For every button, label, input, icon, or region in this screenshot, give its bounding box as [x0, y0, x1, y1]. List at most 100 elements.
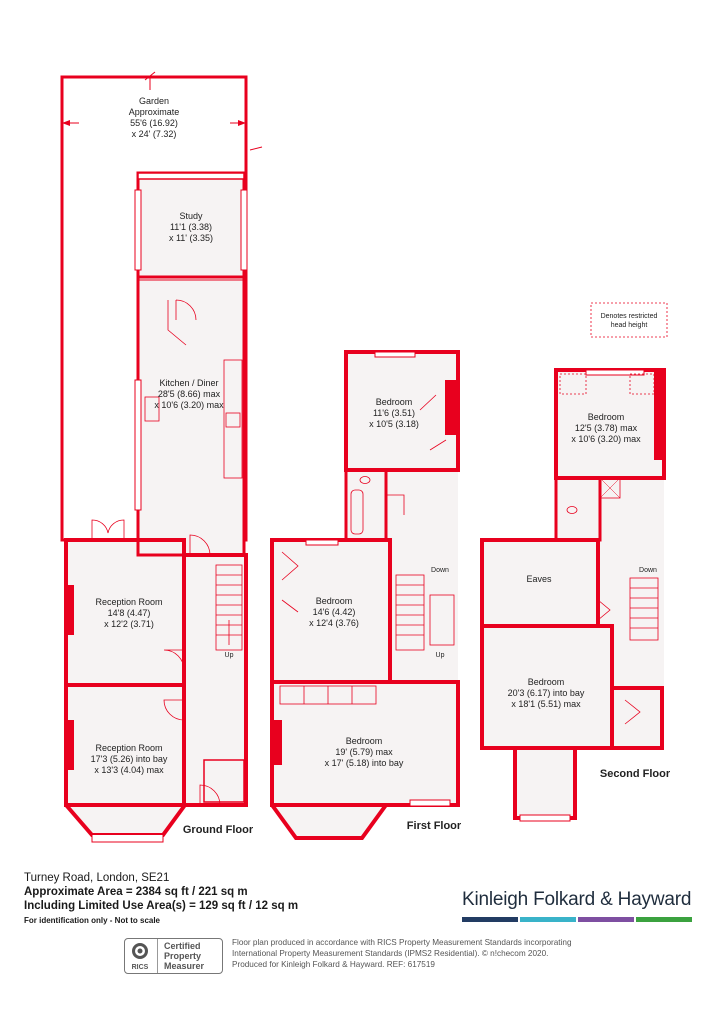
- kitchen-window: [134, 379, 142, 511]
- study-label-2: 11'1 (3.38): [170, 222, 212, 232]
- chimney-breast: [445, 380, 458, 435]
- ff-bath-icon: [350, 489, 364, 535]
- sf-restricted-area: [629, 373, 655, 395]
- restricted-legend-box: [590, 302, 668, 338]
- ground-floor-area: [66, 173, 246, 835]
- first-floor-plan: [270, 350, 460, 840]
- chimney-breast: [654, 370, 664, 460]
- garden-label-2: Approximate: [129, 107, 180, 117]
- chimney-breast: [272, 720, 282, 765]
- ff-window: [374, 351, 416, 358]
- ground-staircase: [215, 564, 243, 651]
- ff-wardrobe: [281, 551, 299, 613]
- kitchen-door-swing: [175, 299, 197, 321]
- hallway-walls: [182, 553, 248, 807]
- garden-dimension-arrowhead: [62, 120, 70, 126]
- sf-stairs-down-label: Down: [639, 567, 657, 574]
- garden-label: Garden: [139, 96, 169, 106]
- ff-cupboard: [419, 394, 447, 451]
- garden-french-doors: [91, 519, 125, 540]
- study-window: [137, 172, 245, 180]
- disclaimer-line-2: International Property Measurement Stand…: [232, 949, 549, 958]
- approximate-area: Approximate Area = 2384 sq ft / 221 sq m: [24, 886, 248, 898]
- study-label: Study: [179, 211, 203, 221]
- sf-eaves-label: Eaves: [526, 574, 552, 584]
- chimney-breast: [66, 720, 74, 770]
- ff-bedroom-top-label: Bedroom: [376, 397, 413, 407]
- garden-label-3: 55'6 (16.92): [130, 118, 178, 128]
- ff-bedroom-bottom-label-2: 19' (5.79) max: [335, 747, 393, 757]
- reception-room-2-label: Reception Room: [95, 743, 162, 753]
- sf-bedroom-top-label-3: x 10'6 (3.20) max: [571, 434, 641, 444]
- ff-window: [305, 539, 339, 546]
- sf-window: [585, 369, 645, 376]
- sf-bedroom-bottom-label-3: x 18'1 (5.51) max: [511, 699, 581, 709]
- first-floor-area: [272, 352, 458, 838]
- kitchen-worktop: [223, 359, 243, 479]
- ff-bedroom-bottom-label: Bedroom: [346, 736, 383, 746]
- first-staircase: [395, 574, 455, 651]
- sf-restricted-area: [559, 373, 587, 395]
- ff-bay-window: [270, 803, 388, 840]
- kitchen-cupboard: [167, 300, 187, 346]
- restricted-legend-line-1: Denotes restricted: [601, 313, 658, 320]
- sf-shower-icon: [599, 477, 621, 499]
- property-address: Turney Road, London, SE21: [24, 872, 170, 884]
- kitchen-label-3: x 10'6 (3.20) max: [154, 400, 224, 410]
- garden-break-mark: [249, 146, 263, 151]
- disclaimer-line-1: Floor plan produced in accordance with R…: [232, 938, 572, 947]
- reception-door-swing: [163, 699, 185, 721]
- brand-bar-blue: [462, 917, 518, 922]
- reception-room-2-label-3: x 13'3 (4.04) max: [94, 765, 164, 775]
- rics-property-text: Property: [164, 951, 202, 961]
- reception-room-1-label: Reception Room: [95, 597, 162, 607]
- garden-dimension-arrowhead: [238, 120, 246, 126]
- porch: [203, 759, 245, 803]
- kitchen-sink: [144, 396, 160, 422]
- ground-stairs-up-label: Up: [225, 652, 234, 659]
- rics-certified-badge: Certified Property Measurer: [124, 938, 223, 974]
- sf-window: [519, 814, 571, 822]
- sf-toilet-icon: [566, 506, 578, 514]
- ff-bedroom-top-label-2: 11'6 (3.51): [373, 408, 415, 418]
- ff-stairs-up-label: Up: [436, 652, 445, 659]
- first-floor-label: First Floor: [407, 820, 462, 832]
- ff-bedroom-bottom-label-3: x 17' (5.18) into bay: [325, 758, 404, 768]
- brand-bar-green: [636, 917, 692, 922]
- study-side-window: [134, 189, 142, 271]
- brand-bar-purple: [578, 917, 634, 922]
- rics-logo: RICS: [132, 943, 149, 971]
- kitchen-door-swing: [189, 534, 211, 556]
- sf-bedroom-bottom-label-2: 20'3 (6.17) into bay: [508, 688, 585, 698]
- sf-bedroom-top-label-2: 12'5 (3.78) max: [575, 423, 638, 433]
- ground-floor-plan: [60, 71, 263, 843]
- kitchen-hob: [225, 412, 241, 428]
- study-side-window: [240, 189, 248, 271]
- kitchen-label: Kitchen / Diner: [159, 378, 218, 388]
- sf-cupboard: [624, 699, 641, 725]
- scale-note: For identification only - Not to scale: [24, 916, 161, 925]
- second-staircase: [629, 577, 659, 641]
- chimney-breast: [66, 585, 74, 635]
- bay-window-glazing: [91, 835, 164, 843]
- room-labels: Garden Approximate 55'6 (16.92) x 24' (7…: [91, 96, 671, 836]
- sf-bedroom-top-label: Bedroom: [588, 412, 625, 422]
- ff-bedroom-middle-label-3: x 12'4 (3.76): [309, 618, 359, 628]
- sf-bedroom-bottom-label: Bedroom: [528, 677, 565, 687]
- reception-room-2-label-2: 17'3 (5.26) into bay: [91, 754, 168, 764]
- reception-room-1-label-2: 14'8 (4.47): [108, 608, 151, 618]
- ground-floor-label: Ground Floor: [183, 824, 254, 836]
- agent-brand-name: Kinleigh Folkard & Hayward: [462, 889, 692, 910]
- second-floor-label: Second Floor: [600, 768, 671, 780]
- garden-label-4: x 24' (7.32): [132, 129, 177, 139]
- restricted-legend-line-2: head height: [611, 322, 648, 329]
- ff-bedroom-middle-label: Bedroom: [316, 596, 353, 606]
- ff-window: [409, 799, 451, 807]
- kitchen-label-2: 28'5 (8.66) max: [158, 389, 221, 399]
- reception-room-1-label-3: x 12'2 (3.71): [104, 619, 154, 629]
- disclaimer-line-3: Produced for Kinleigh Folkard & Hayward.…: [232, 960, 435, 969]
- second-floor-plan: [480, 302, 668, 822]
- ff-wardrobes: [279, 685, 377, 705]
